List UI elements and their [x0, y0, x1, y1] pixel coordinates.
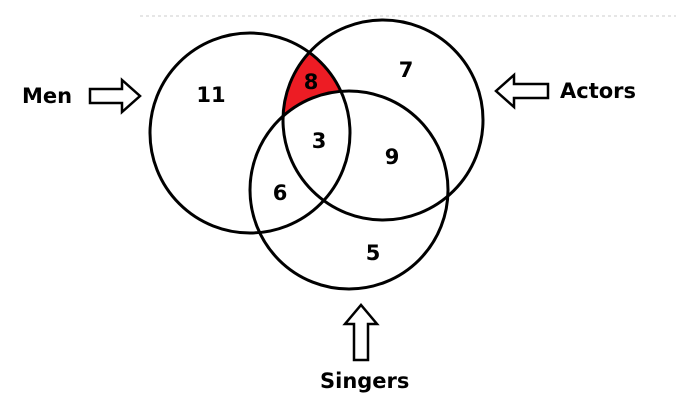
label-actors: Actors [560, 79, 636, 103]
region-men-singers: 6 [273, 181, 288, 205]
region-men-actors: 8 [304, 70, 319, 94]
region-men-only: 11 [196, 83, 225, 107]
arrow-left-icon [494, 72, 550, 110]
singers-circle [248, 89, 450, 291]
region-singers-only: 5 [366, 241, 381, 265]
region-actors-only: 7 [399, 58, 414, 82]
label-singers: Singers [320, 369, 409, 393]
actors-circle [281, 18, 485, 222]
arrow-right-icon [88, 77, 142, 115]
label-men: Men [22, 84, 72, 108]
region-all-three: 3 [312, 129, 327, 153]
singers-mask [250, 91, 448, 289]
region-actors-singers: 9 [385, 145, 400, 169]
arrow-up-icon [342, 303, 380, 362]
men-circle [148, 31, 352, 235]
